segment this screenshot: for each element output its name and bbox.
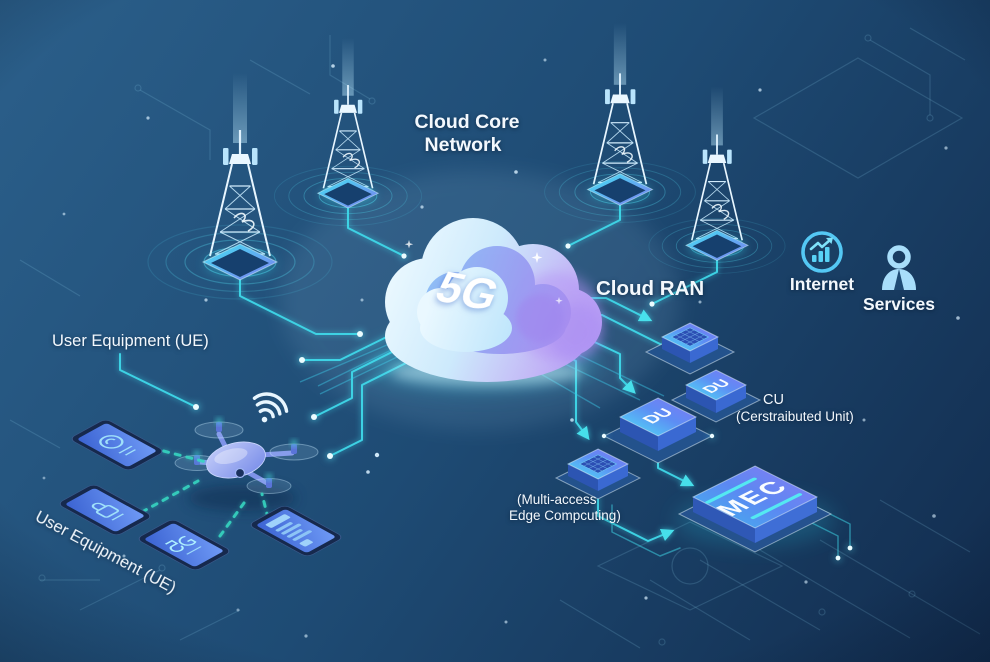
mec-expansion-line2: Edge Compcuting) [509,508,621,523]
drone-rotor-4 [246,474,292,494]
smartphone-2 [56,483,154,537]
trace-chip2-mec [597,489,675,542]
cloud-5g: 5G [364,218,603,392]
cu-expansion-label: (Cerstraibuted Unit) [736,409,854,424]
drone-body [206,441,266,479]
trace-ue-label [119,353,197,408]
smartphone-4 [247,504,345,558]
phone-screen-icon-lock [91,502,125,521]
drone [174,418,319,511]
cloud-sparkles [404,240,563,305]
edge-chip-1 [644,322,736,375]
drone-rotor-2 [269,440,319,461]
cloud-core-label-line1: Cloud Core [414,111,519,133]
cloud-front [417,267,512,352]
phone-screen-icon-dial [99,435,137,456]
person-icon [882,245,916,290]
ue-top-label: User Equipment (UE) [52,332,209,350]
internet-label: Internet [790,274,854,294]
edge-chip-2 [554,448,642,500]
phone-screen-icon-app-list [265,514,313,547]
trace-tower1-cloud [239,265,361,335]
phone-screen-icon-5g-glyph [164,535,202,555]
smartphone-1 [68,418,166,472]
drone-rotor-1 [194,418,244,439]
growth-chart-icon [809,237,833,262]
du-chip-left: DU [601,397,715,464]
smartphone-3 [135,518,233,572]
mec-chip: MEC [675,465,835,553]
trace-chip2-mec-2 [611,504,681,557]
drone-arms [196,431,295,486]
services-label: Services [863,294,935,314]
cloud-core-label-line2: Network [425,134,502,156]
du-chip-right: DU [670,369,762,423]
internet-icon [801,231,843,273]
drone-camera [234,467,246,479]
mec-expansion-line1: (Multi-access [517,492,597,507]
cloud-ran-label: Cloud RAN [596,277,704,300]
wifi-icon [252,392,289,423]
cu-acronym-label: CU [763,392,784,408]
services-icon [882,245,916,290]
